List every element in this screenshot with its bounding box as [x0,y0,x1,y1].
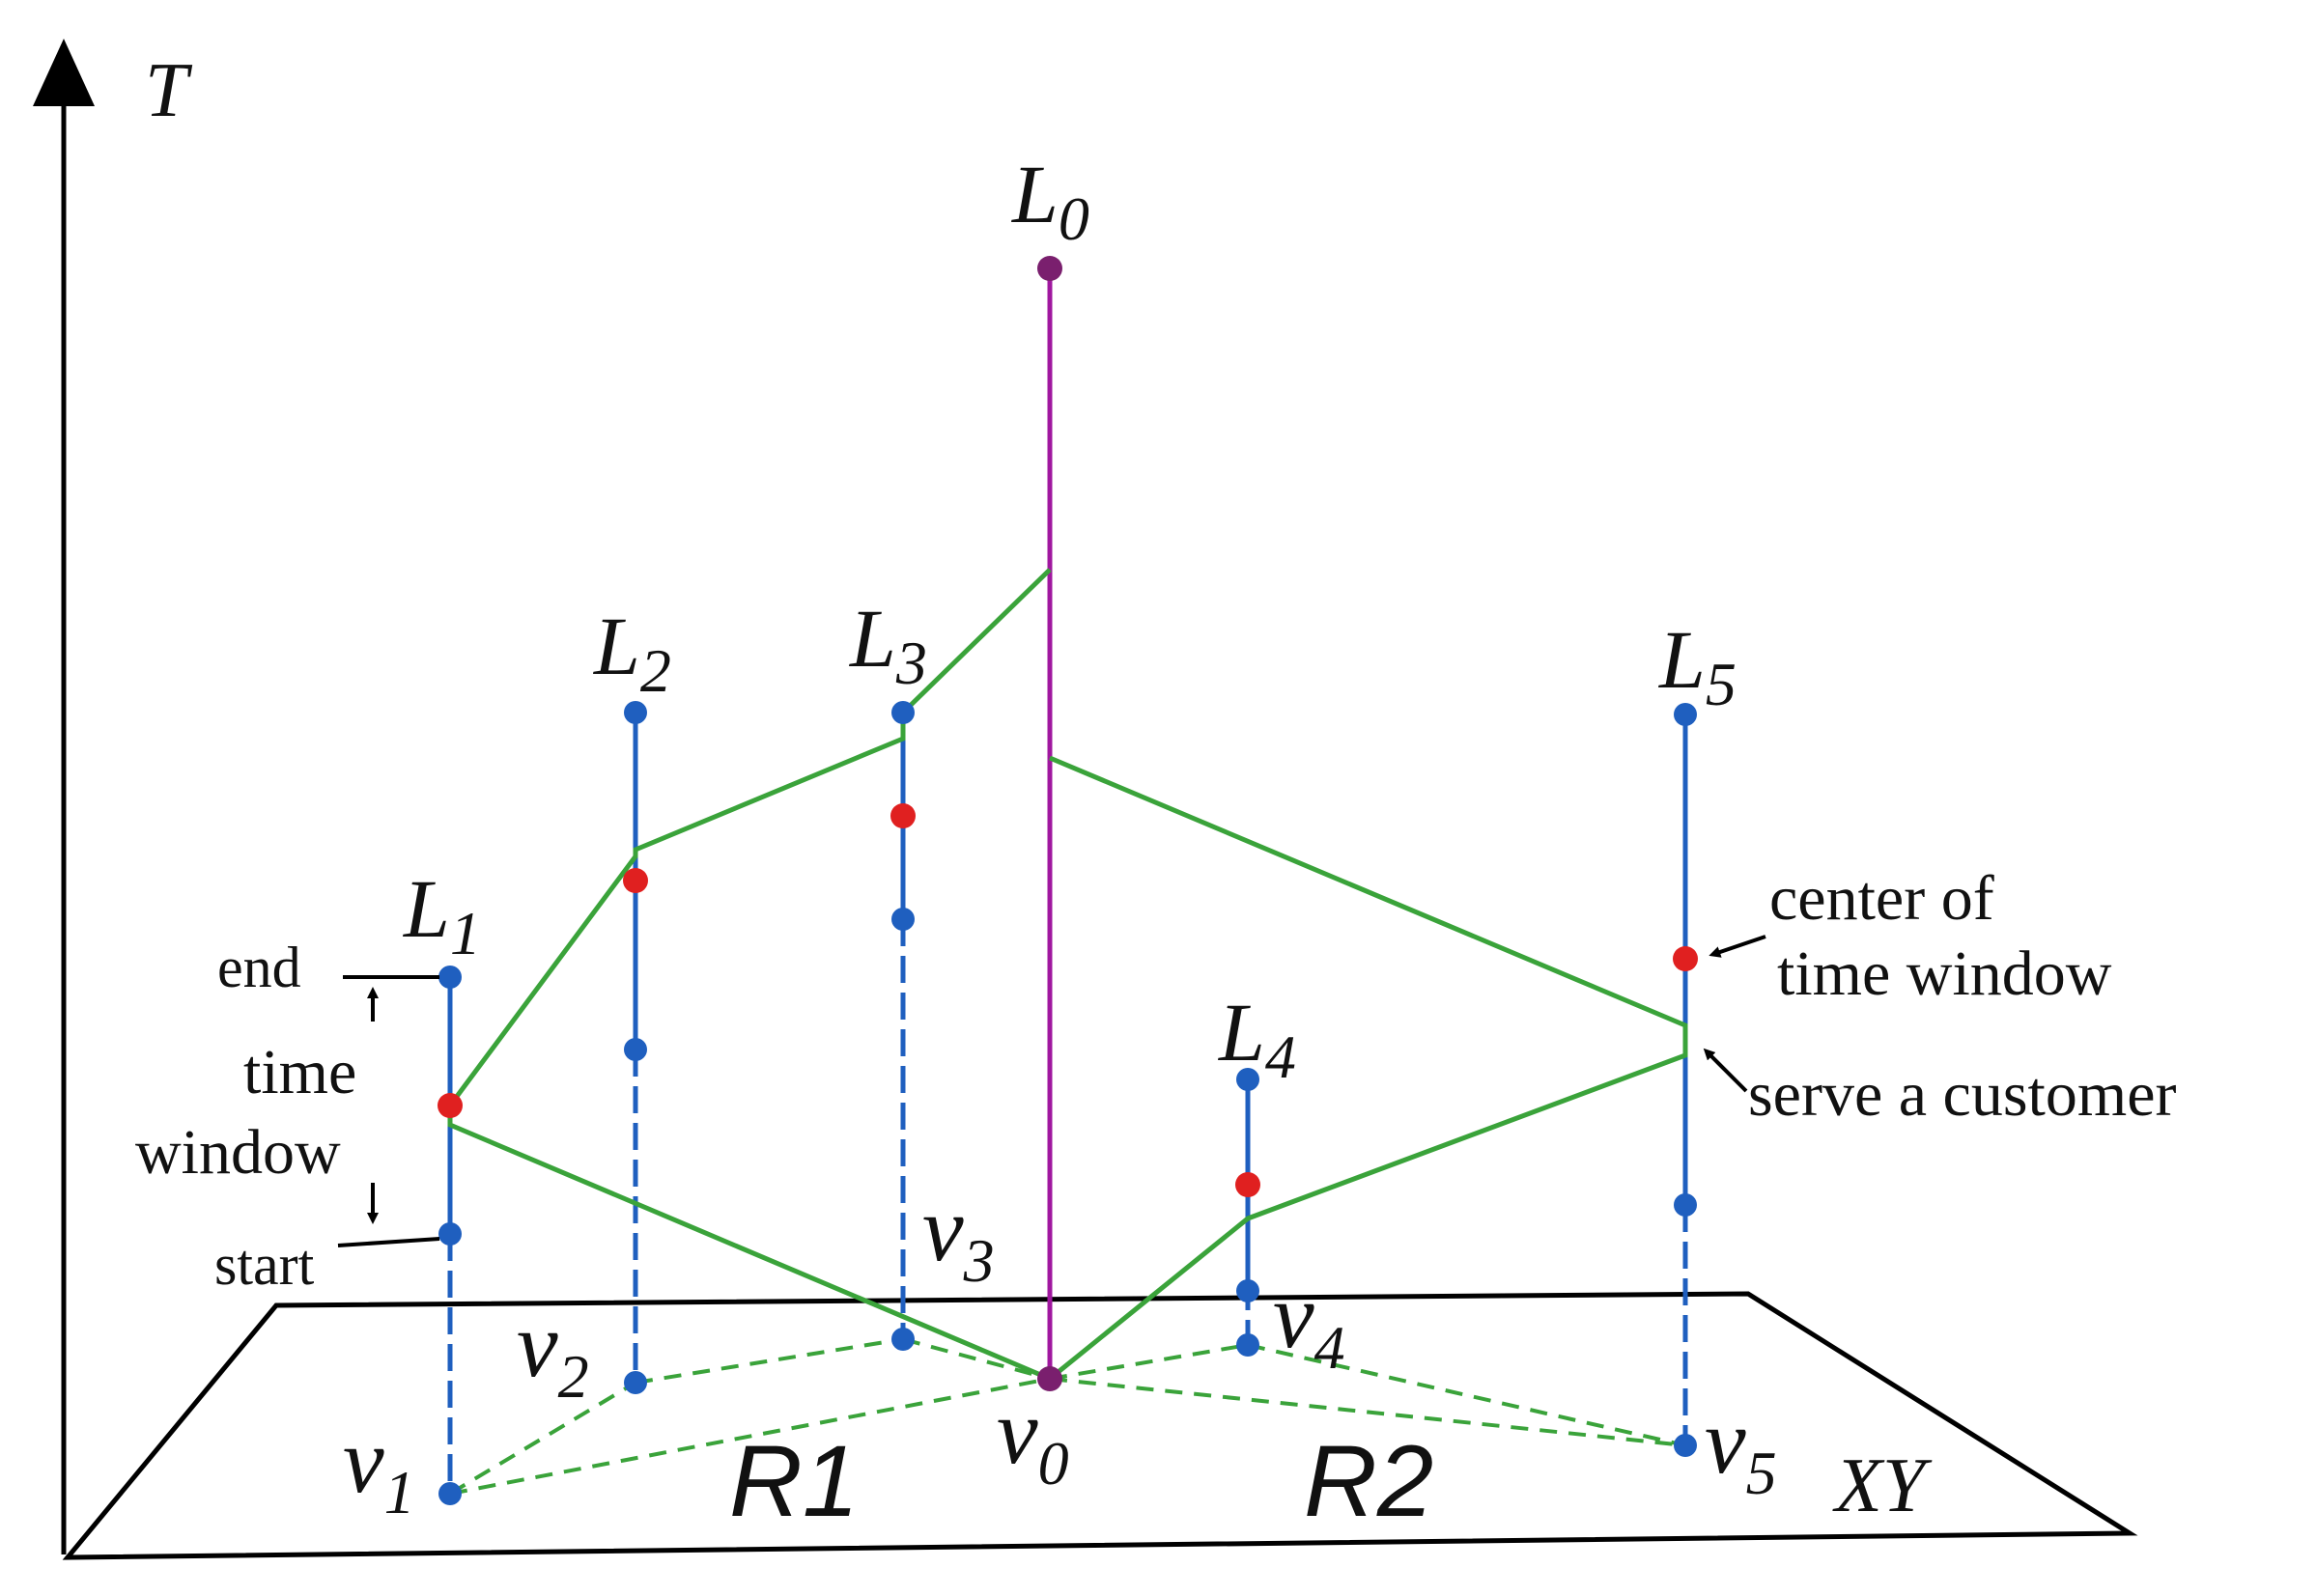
l4-start-point [1236,1279,1259,1302]
route-2 [1048,755,1688,1381]
label-v1: v1 [343,1409,415,1526]
annotation-serve: serve a customer [1748,1059,2176,1130]
label-l5: L5 [1657,613,1737,718]
t-axis: T [33,39,193,1554]
v4-node [1236,1333,1259,1357]
blue-points [438,701,1697,1505]
annotation-end: end [217,936,301,999]
time-window-annotation: end time window start [135,936,440,1297]
label-v5: v5 [1705,1389,1777,1507]
l0-top-point [1037,256,1062,281]
region-label-r2: R2 [1304,1425,1433,1538]
l4-center-point [1235,1172,1260,1197]
l3-center-point [890,803,916,828]
ground-route-v2-v3 [635,1337,904,1385]
l3-end-point [891,701,915,724]
ground-route-v0-v5 [1049,1377,1686,1447]
l2-start-point [624,1038,647,1061]
l1-end-point [438,966,462,989]
ground-route-v0-v4 [1049,1343,1249,1381]
label-v4: v4 [1273,1264,1345,1382]
l5-start-point [1674,1193,1697,1217]
ground-route-v3-v0 [902,1337,1051,1381]
annotation-center-line2: time window [1777,938,2112,1009]
l2-end-point [624,701,647,724]
l3-start-point [891,908,915,931]
v3-node [891,1328,915,1351]
v1-node [438,1482,462,1505]
v5-node [1674,1434,1697,1457]
label-l2: L2 [592,600,671,705]
t-axis-label: T [145,48,193,133]
l1-start-point [438,1222,462,1246]
label-l3: L3 [848,592,927,697]
xy-plane: XY [62,1291,2138,1560]
start-leader-line [337,1237,440,1247]
v2-node [624,1371,647,1394]
region-label-r1: R1 [729,1425,859,1538]
depot-points [1037,256,1062,1391]
label-v0: v0 [997,1380,1069,1498]
annotation-time-window-line1: time [243,1037,356,1107]
label-l0: L0 [1010,148,1089,253]
line-labels: L0 L1 L2 L3 L4 L5 [402,148,1737,1091]
annotation-start: start [214,1233,315,1297]
l5-center-point [1673,946,1698,971]
ground-routes [448,1337,1686,1496]
label-l1: L1 [402,862,481,967]
xy-plane-label: XY [1832,1443,1933,1528]
right-annotations: center of time window serve a customer [1703,863,2176,1130]
annotation-center-line1: center of [1769,863,1994,934]
label-v2: v2 [517,1293,589,1411]
label-l4: L4 [1217,986,1296,1091]
center-points [438,803,1698,1197]
xy-plane-outline [62,1291,2138,1560]
l2-center-point [623,868,648,893]
l5-end-point [1674,703,1697,726]
l1-center-point [438,1093,463,1118]
ground-route-v4-v5 [1247,1343,1686,1447]
ground-route-v1-v2 [448,1381,637,1496]
annotation-time-window-line2: window [135,1117,341,1188]
node-labels: v0 v1 v2 v3 v4 v5 [343,1177,1777,1526]
label-v3: v3 [922,1177,995,1295]
v0-node [1037,1366,1062,1391]
l4-end-point [1236,1068,1259,1091]
serve-arrow [1703,1048,1748,1093]
center-arrow [1709,935,1766,958]
ground-route-v1-v0 [449,1377,1051,1496]
t-axis-arrowhead [33,39,95,106]
